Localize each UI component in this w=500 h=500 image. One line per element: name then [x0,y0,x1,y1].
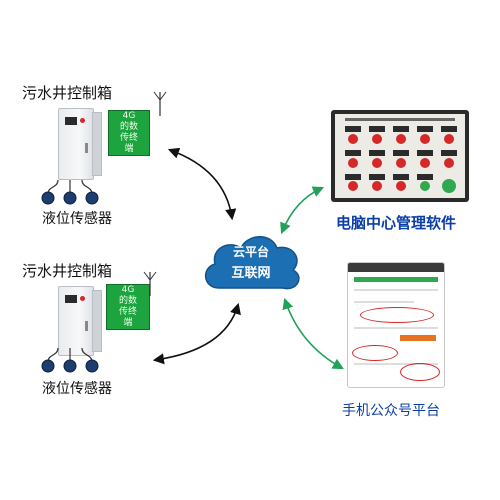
pc-screen-header [345,118,455,121]
top-cabinet-side [92,112,102,176]
mobile-action-button [400,335,436,341]
mobile-highlight-oval [360,307,434,323]
arrow-top-station-cloud [167,147,237,221]
mobile-title-bar [354,277,438,282]
bottom-dtu-box: 4G的数传终端 [106,284,150,330]
bottom-level-sensor-icon [41,347,99,373]
top-control-cabinet [58,108,94,180]
cabinet-light [80,296,85,301]
cloud-icon [205,236,300,290]
mobile-row [354,327,438,329]
top-dtu-label: 4G的数传终端 [120,111,139,154]
bottom-antenna-icon [143,271,157,296]
cabinet-handle [85,143,88,153]
cabinet-display [65,295,77,303]
pc-monitor-screenshot [331,110,469,202]
arrow-cloud-pc [280,186,325,235]
mobile-header-bar [348,263,444,272]
mobile-app-screenshot [347,262,445,388]
cabinet-light [80,118,85,123]
mobile-row [354,363,438,365]
pc-status-grid [345,126,457,193]
cloud-label-platform: 云平台 [232,245,269,259]
mobile-platform-label: 手机公众号平台 [342,403,440,419]
cloud-label-internet: 互联网 [231,266,271,281]
pc-screen [335,114,465,198]
mobile-row [354,289,438,291]
top-antenna-icon [153,91,167,116]
bottom-cabinet-side [92,290,102,352]
bottom-sensor-label: 液位传感器 [42,381,112,397]
mobile-row [354,301,414,303]
top-level-sensor-icon [41,179,99,205]
cabinet-display [65,117,77,125]
bottom-dtu-label: 4G的数传终端 [119,285,138,328]
mobile-highlight-oval [400,363,440,381]
pc-software-label: 电脑中心管理软件 [336,214,457,232]
cabinet-handle [85,321,88,331]
top-station-title: 污水井控制箱 [22,84,113,102]
bottom-station-title: 污水井控制箱 [22,262,113,280]
arrow-cloud-mobile [282,297,344,370]
top-dtu-box: 4G的数传终端 [108,110,150,156]
top-sensor-label: 液位传感器 [42,211,112,227]
mobile-highlight-oval [352,345,398,361]
arrow-bottom-station-cloud [152,302,241,365]
